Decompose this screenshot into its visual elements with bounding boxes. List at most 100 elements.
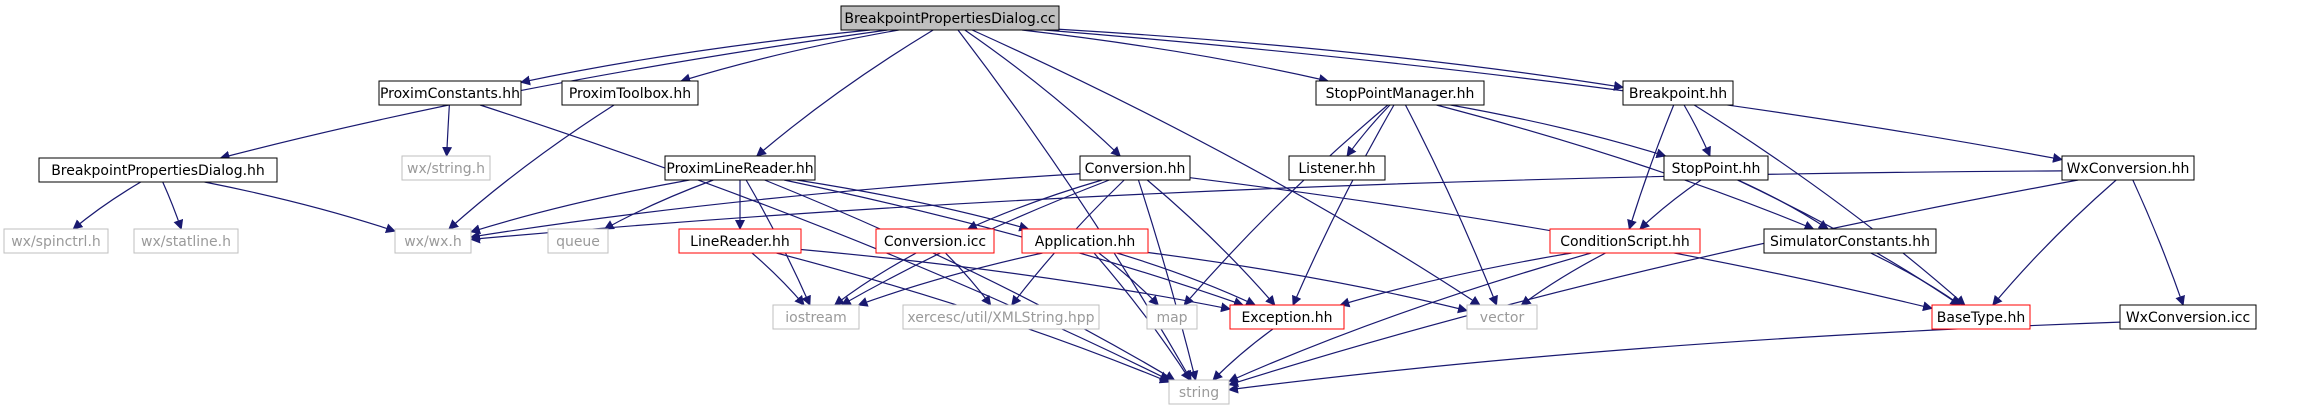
node-breakpoint-hh[interactable]: Breakpoint.hh [1622,80,1734,106]
node-label-vector: vector [1480,310,1525,326]
edge-bpd_hh-to-wxspin [72,181,142,230]
node-box-wxconversion-icc [2119,304,2257,330]
edge-root-to-proxtool [680,29,899,84]
edge-convicc-to-iostream [833,252,917,306]
node-label-conditionscript-hh: ConditionScript.hh [1560,234,1690,250]
edge-convicc-to-xerces [944,252,992,306]
node-label-proximconstants-hh: ProximConstants.hh [380,86,520,102]
node-label-stoppointmanager-hh: StopPointManager.hh [1326,86,1475,102]
node-box-wxconversion-hh [2061,155,2195,181]
node-stoppointmanager-hh[interactable]: StopPointManager.hh [1315,80,1485,106]
edge-bp-to-sp [1683,104,1711,157]
node-box-vector [1466,304,1538,330]
node-label-queue: queue [556,234,600,250]
node-exception-hh[interactable]: Exception.hh [1229,304,1345,330]
node-box-basetype-hh [1931,304,2031,330]
edge-bp-to-cs [1627,104,1675,230]
edge-root-to-string [957,29,1192,381]
node-box-xercesc-util-xmlstring-hpp [902,304,1100,330]
edge-lr-to-exc [800,248,1231,313]
node-conversion-icc[interactable]: Conversion.icc [875,228,995,254]
node-label-wx-spinctrl-h: wx/spinctrl.h [11,234,101,250]
node-simulatorconstants-hh[interactable]: SimulatorConstants.hh [1763,228,1937,254]
node-box-simulatorconstants-hh [1763,228,1937,254]
edge-conv-to-exc [1146,179,1276,306]
edge-plr-to-app [796,179,1030,232]
node-map: map [1146,304,1198,330]
node-breakpointpropertiesdialog-cc[interactable]: BreakpointPropertiesDialog.cc [840,5,1060,31]
node-wxconversion-icc[interactable]: WxConversion.icc [2119,304,2257,330]
node-label-wxconversion-icc: WxConversion.icc [2126,310,2250,326]
node-iostream: iostream [772,304,860,330]
edge-cs-to-string [1228,252,1592,383]
node-box-wx-statline-h [133,228,239,254]
edge-wxconv-to-wxwx [470,170,2063,244]
node-box-conditionscript-hh [1549,228,1701,254]
node-label-basetype-hh: BaseType.hh [1937,310,2025,326]
edge-root-to-bp [1058,28,1624,91]
node-conversion-hh[interactable]: Conversion.hh [1079,155,1191,181]
node-box-stoppointmanager-hh [1315,80,1485,106]
node-application-hh[interactable]: Application.hh [1021,228,1149,254]
edge-app-to-map [1098,252,1159,306]
edge-root-to-vector [971,29,1481,306]
node-conditionscript-hh[interactable]: ConditionScript.hh [1549,228,1701,254]
node-box-breakpoint-hh [1622,80,1734,106]
node-label-application-hh: Application.hh [1035,234,1135,250]
node-box-queue [547,228,609,254]
node-wx-statline-h: wx/statline.h [133,228,239,254]
node-label-breakpointpropertiesdialog-cc: BreakpointPropertiesDialog.cc [844,11,1055,27]
edge-plr-to-exc [783,179,1244,307]
edge-cs-to-exc [1339,252,1572,308]
edge-conv-to-convicc [966,179,1103,230]
edge-sp-to-cs [1639,179,1702,230]
node-breakpointpropertiesdialog-hh[interactable]: BreakpointPropertiesDialog.hh [38,157,278,183]
node-basetype-hh[interactable]: BaseType.hh [1931,304,2031,330]
node-box-linereader-hh [678,228,802,254]
node-label-wx-wx-h: wx/wx.h [404,234,462,250]
node-stoppoint-hh[interactable]: StopPoint.hh [1663,155,1769,181]
edge-root-to-wxconv [1044,29,2063,163]
node-proximtoolbox-hh[interactable]: ProximToolbox.hh [561,80,699,106]
edge-bp-to-basetype [1693,104,1966,306]
edge-spm-to-exc [1292,104,1395,306]
edge-wxconv-to-wxconvicc [2132,179,2185,306]
node-wx-spinctrl-h: wx/spinctrl.h [3,228,109,254]
edge-root-to-spm [1021,29,1329,84]
node-wxconversion-hh[interactable]: WxConversion.hh [2061,155,2195,181]
edge-root-to-bpd_hh [219,29,888,161]
edge-wxconv-to-string [1228,179,2079,387]
node-label-stoppoint-hh: StopPoint.hh [1672,161,1761,177]
edge-wxconv-to-basetype [1992,179,2117,306]
node-box-conversion-icc [875,228,995,254]
edge-lr-to-iostream [751,252,805,306]
node-box-wx-wx-h [394,228,472,254]
node-wx-string-h: wx/string.h [401,155,491,181]
edge-proxtool-to-wxwx [448,104,615,230]
node-label-conversion-hh: Conversion.hh [1085,161,1186,177]
node-box-map [1146,304,1198,330]
node-box-conversion-hh [1079,155,1191,181]
node-proximconstants-hh[interactable]: ProximConstants.hh [378,80,522,106]
edge-plr-to-queue [603,179,714,230]
node-box-application-hh [1021,228,1149,254]
edge-simc-to-basetype [1870,252,1962,306]
node-label-string: string [1179,385,1219,401]
node-label-simulatorconstants-hh: SimulatorConstants.hh [1770,234,1930,250]
edge-proxconst-to-wxstr [442,104,453,157]
edge-app-to-iostream [857,252,1043,307]
node-label-breakpointpropertiesdialog-hh: BreakpointPropertiesDialog.hh [51,163,265,179]
edge-plr-to-wxwx [470,179,690,235]
edge-app-to-exc [1116,252,1257,306]
node-label-breakpoint-hh: Breakpoint.hh [1629,86,1727,102]
node-vector: vector [1466,304,1538,330]
edge-exc-to-string [1212,328,1274,381]
node-proximlinereader-hh[interactable]: ProximLineReader.hh [664,155,816,181]
edge-spm-to-map [1183,104,1389,306]
edge-conv-to-wxwx [470,173,1081,241]
node-linereader-hh[interactable]: LineReader.hh [678,228,802,254]
node-listener-hh[interactable]: Listener.hh [1288,155,1386,181]
dependency-nodes: BreakpointPropertiesDialog.ccBreakpointP… [3,5,2257,405]
edge-root-to-plr [756,29,934,157]
node-box-breakpointpropertiesdialog-hh [38,157,278,183]
